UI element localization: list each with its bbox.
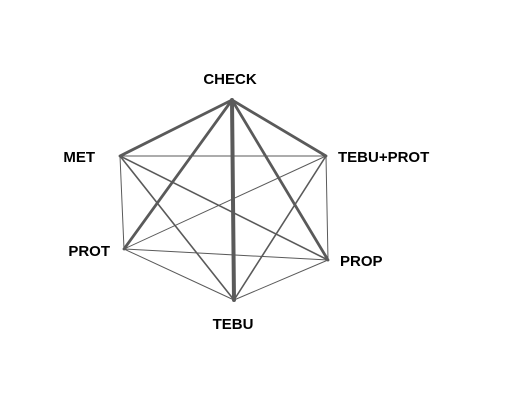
node-label-tebu: TEBU [213,316,254,333]
edge-tebu-prot-prot [123,155,327,250]
edge-check-prot [122,98,234,251]
edge-check-tebu-prot [230,98,328,158]
edge-tebu-prot-prop [325,155,329,261]
node-label-met: MET [63,149,95,166]
edge-tebu-prop [233,259,329,301]
edge-prot-prop [123,248,329,261]
edge-met-prop [119,155,329,261]
edges-layer [118,98,330,302]
edge-met-tebu [119,155,235,301]
node-label-prot: PROT [68,243,110,260]
node-label-prop: PROP [340,253,383,270]
labels-layer: CHECK TEBU+PROT PROP TEBU PROT MET [63,71,429,333]
edge-check-prop [230,98,330,262]
edge-prot-tebu [123,248,235,301]
edge-check-tebu [230,98,236,302]
edge-tebu-prot-tebu [233,155,327,301]
edge-check-met [118,98,234,158]
node-label-check: CHECK [203,71,257,88]
node-label-tebu-prot: TEBU+PROT [338,149,429,166]
edge-met-prot [119,155,125,250]
